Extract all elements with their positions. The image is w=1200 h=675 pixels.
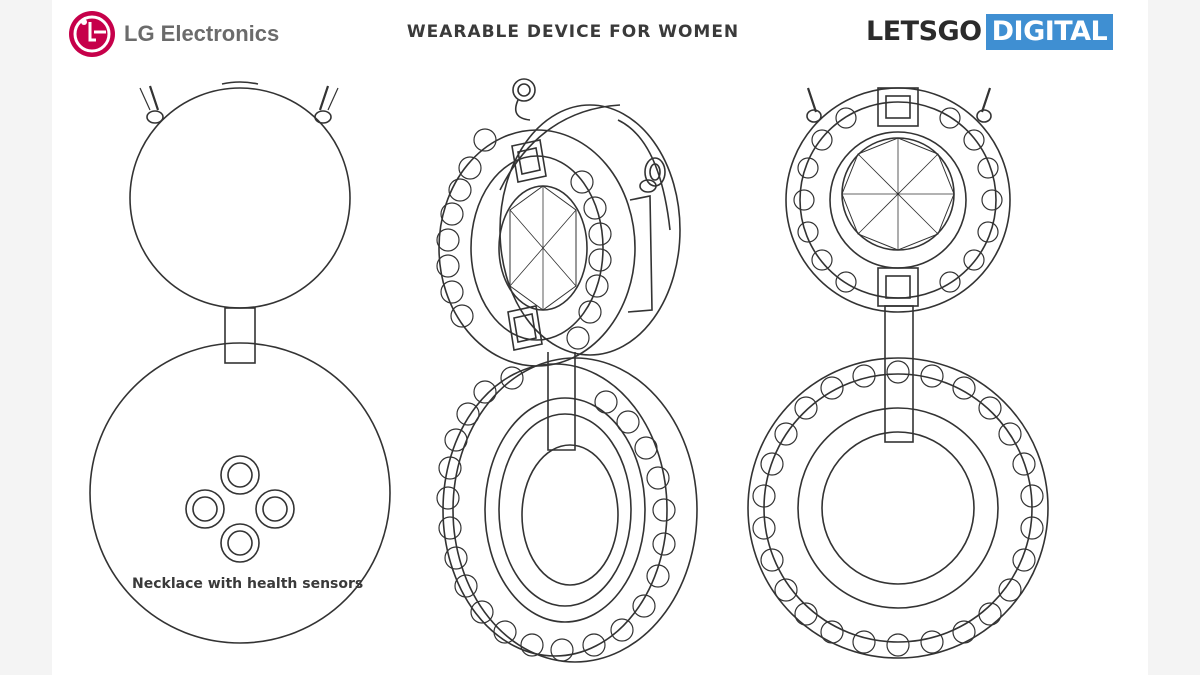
back-view-pendant xyxy=(747,87,1049,659)
right-bail-loop xyxy=(976,87,992,123)
lower-disc-body xyxy=(452,357,698,663)
top-clasp xyxy=(221,81,259,85)
lower-halo-ring xyxy=(747,357,1049,659)
lg-brand: LG Electronics xyxy=(68,10,279,58)
left-margin-band xyxy=(0,0,52,675)
brand-name: LG Electronics xyxy=(124,21,280,46)
lg-face-logo-icon xyxy=(69,11,115,57)
left-bail-loop xyxy=(139,85,164,124)
page-title: WEARABLE DEVICE FOR WOMEN xyxy=(406,22,740,42)
right-margin-band xyxy=(1148,0,1200,675)
side-bail-loop xyxy=(644,157,666,187)
right-bail-loop xyxy=(314,85,339,124)
letsgodigital-logo: LETSGO DIGITAL xyxy=(866,14,1114,50)
upper-pave-stones xyxy=(436,128,612,350)
left-bail-loop xyxy=(806,87,822,123)
figure-caption: Necklace with health sensors xyxy=(132,576,364,592)
top-bail-loop xyxy=(512,78,536,102)
upper-halo-stones xyxy=(793,107,1003,293)
lower-halo-stones xyxy=(752,360,1044,657)
square-settings xyxy=(507,139,547,351)
logo-part-letsgo: LETSGO xyxy=(866,16,982,47)
perspective-view-pendant xyxy=(436,78,698,663)
logo-part-digital: DIGITAL xyxy=(985,14,1114,50)
connector-bar xyxy=(547,352,576,451)
lower-jewel-ring xyxy=(442,363,668,657)
sensor-button-icon xyxy=(185,455,295,563)
lower-ring-opening xyxy=(521,444,619,586)
front-view-pendant xyxy=(89,81,391,644)
lower-disc xyxy=(89,342,391,644)
connector-bar xyxy=(224,307,256,364)
lower-ring-opening xyxy=(821,431,975,585)
lower-pave-stones xyxy=(436,366,676,662)
bail-link xyxy=(514,99,531,121)
